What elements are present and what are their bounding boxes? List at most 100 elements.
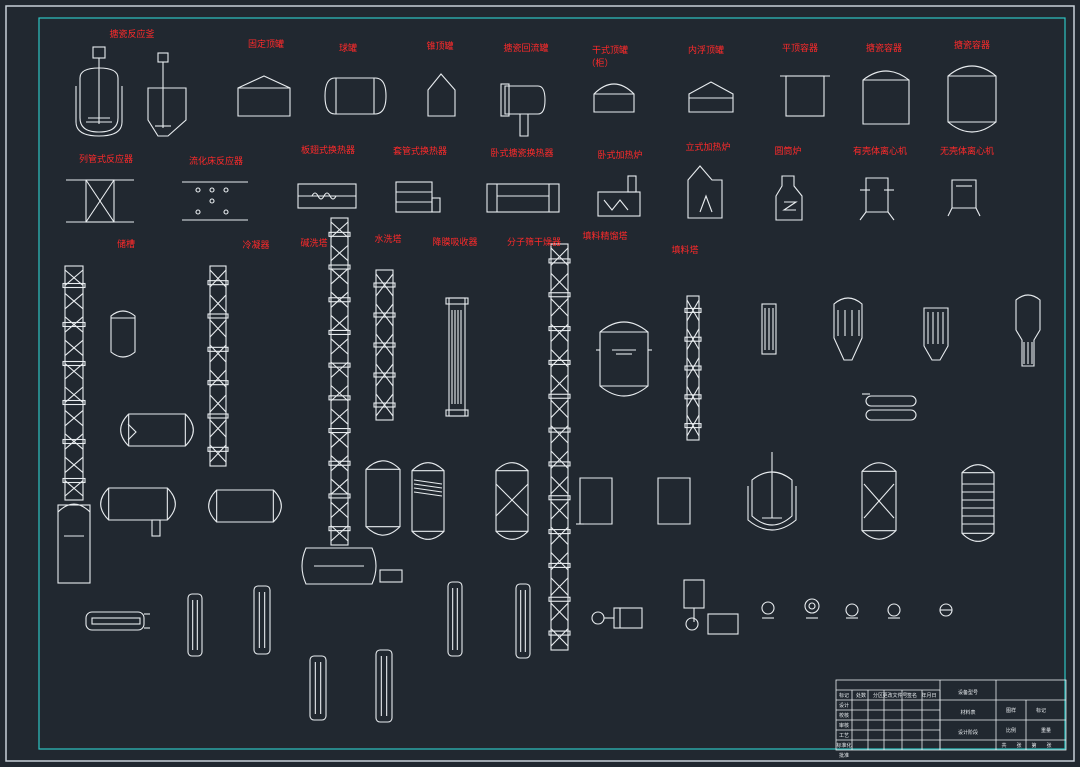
vertical-exchanger-f-symbol <box>375 649 393 723</box>
cone-exchanger-symbol <box>923 307 949 361</box>
title-block-cell: 共 <box>1001 742 1006 749</box>
equipment-label: 流化床反应器 <box>189 155 243 167</box>
equipment-label: 套管式换热器 <box>393 145 447 157</box>
fluidized-bed-reactor-symbol <box>182 181 248 221</box>
enamel-container-2-symbol <box>947 65 997 133</box>
pump-1-symbol <box>761 601 775 619</box>
equipment-label: 锥顶罐 <box>426 40 453 52</box>
equipment-label: 球罐 <box>339 42 357 54</box>
vertical-vessel-c-symbol <box>495 462 529 540</box>
title-block-cell: 设计 <box>839 702 849 709</box>
bracket-vessel-2-symbol <box>657 477 691 525</box>
condenser-column-symbol <box>207 265 229 467</box>
shellless-centrifuge-symbol <box>947 179 981 217</box>
pump-motor-1-symbol <box>591 607 643 629</box>
horizontal-exchanger-symbol <box>85 611 150 631</box>
equipment-label: 填料塔 <box>671 244 698 256</box>
equipment-label: 水洗塔 <box>374 233 401 245</box>
title-block-cell: 张 <box>1016 742 1021 749</box>
equipment-label: 搪瓷容器 <box>866 42 902 54</box>
equipment-label: 搪瓷回流罐 <box>503 42 548 54</box>
vertical-exchanger-d-symbol <box>515 583 531 659</box>
storage-column-symbol <box>62 265 86 501</box>
horizontal-drum-symbol <box>324 77 387 115</box>
packed-tower-symbol <box>684 295 702 441</box>
storage-tank-base-symbol <box>57 503 91 584</box>
pump-4-symbol <box>887 603 901 619</box>
title-block-cell: 更改文件号 <box>882 692 907 699</box>
equipment-label: 降膜吸收器 <box>432 236 477 248</box>
packed-distillation-vessel-symbol <box>596 321 652 397</box>
agitated-funnel-vessel-symbol <box>147 52 187 137</box>
inner-border <box>38 17 1066 750</box>
equipment-label: 平顶容器 <box>782 42 818 54</box>
equipment-label: 圆筒炉 <box>774 145 801 157</box>
equipment-label: 立式加热炉 <box>685 141 730 153</box>
shell-centrifuge-symbol <box>859 177 895 221</box>
equipment-label: 碱洗塔 <box>300 237 327 249</box>
enamel-reflux-tank-symbol <box>500 83 546 137</box>
title-block-cell: 设备型号 <box>958 689 978 696</box>
equipment-label: 卧式搪瓷换热器 <box>490 147 553 159</box>
vertical-exchanger-b-symbol <box>253 585 271 655</box>
title-block-cell: 批准 <box>839 752 849 759</box>
equipment-symbols <box>57 46 1041 723</box>
horizontal-enamel-exchanger-symbol <box>486 183 560 213</box>
column-reboiler-symbol <box>301 547 403 585</box>
double-pipe-exchanger-symbol <box>395 181 441 213</box>
equipment-labels: 搪瓷反应釜固定顶罐球罐锥顶罐搪瓷回流罐干式顶罐内浮顶罐平顶容器搪瓷容器搪瓷容器（… <box>79 28 994 256</box>
equipment-label: 无壳体离心机 <box>940 145 994 157</box>
equipment-label: 固定顶罐 <box>248 38 284 50</box>
title-block-cell: 比例 <box>1006 727 1016 734</box>
cylindrical-furnace-symbol <box>775 175 803 221</box>
outer-border <box>5 5 1075 762</box>
horizontal-vessel-1-symbol <box>120 413 194 447</box>
title-block-cell: 工艺 <box>839 733 849 739</box>
title-block-cell: 标记 <box>839 692 849 699</box>
pump-5-symbol <box>939 603 953 617</box>
title-block-cell: 第 <box>1031 742 1036 749</box>
vertical-heater-symbol <box>687 165 723 219</box>
pump-2-symbol <box>804 598 820 619</box>
tall-evaporator-symbol <box>1015 294 1041 367</box>
equipment-label: 填料精馏塔 <box>582 230 627 242</box>
small-shell-exchanger-symbol <box>761 303 777 355</box>
tray-vessel-symbol <box>961 464 995 542</box>
pump-3-symbol <box>845 603 859 619</box>
small-vessel-symbol <box>110 310 136 358</box>
enamel-container-symbol <box>862 70 910 125</box>
horizontal-vessel-3-symbol <box>208 489 282 523</box>
dry-dome-tank-symbol <box>593 83 635 113</box>
bracket-vessel-1-symbol <box>576 477 613 525</box>
horizontal-heater-symbol <box>597 175 641 217</box>
title-block-cell: 处数 <box>856 692 866 699</box>
falling-film-absorber-symbol <box>445 297 469 417</box>
equipment-label: 内浮顶罐 <box>688 44 724 56</box>
title-block-cell: 签名 <box>907 692 917 699</box>
equipment-label: 卧式加热炉 <box>597 149 642 161</box>
pump-motor-2-symbol <box>683 579 739 635</box>
vertical-exchanger-e-symbol <box>309 655 327 721</box>
equipment-label: 搪瓷反应釜 <box>109 28 154 40</box>
fixed-roof-tank-symbol <box>237 75 291 117</box>
equipment-label: 分子筛干燥器 <box>507 236 561 248</box>
cone-roof-tank-symbol <box>427 73 456 117</box>
vertical-vessel-a-symbol <box>365 460 401 536</box>
equipment-label: 板翅式换热器 <box>301 144 355 156</box>
equipment-label: 有壳体离心机 <box>853 145 907 157</box>
title-block-cell: 标准化 <box>836 742 851 749</box>
evaporator-cone-symbol <box>833 297 863 361</box>
horizontal-vessel-2-symbol <box>100 487 176 537</box>
enamel-reactor-symbol <box>75 46 123 137</box>
vertical-exchanger-a-symbol <box>187 593 203 657</box>
hairpin-exchanger-symbol <box>862 393 917 421</box>
vertical-exchanger-c-symbol <box>447 581 463 657</box>
vertical-vessel-b-symbol <box>411 462 445 540</box>
title-block-cell: 张 <box>1046 742 1051 749</box>
title-block-cell: 设计阶段 <box>958 729 978 736</box>
equipment-label: 列管式反应器 <box>79 153 133 165</box>
title-block: 标记处数分区更改文件号签名年月日设计校核审核工艺标准化批准设备型号材料表设计阶段… <box>835 679 1067 759</box>
title-block-cell: 重量 <box>1041 727 1051 734</box>
equipment-label: （柜） <box>586 57 613 69</box>
